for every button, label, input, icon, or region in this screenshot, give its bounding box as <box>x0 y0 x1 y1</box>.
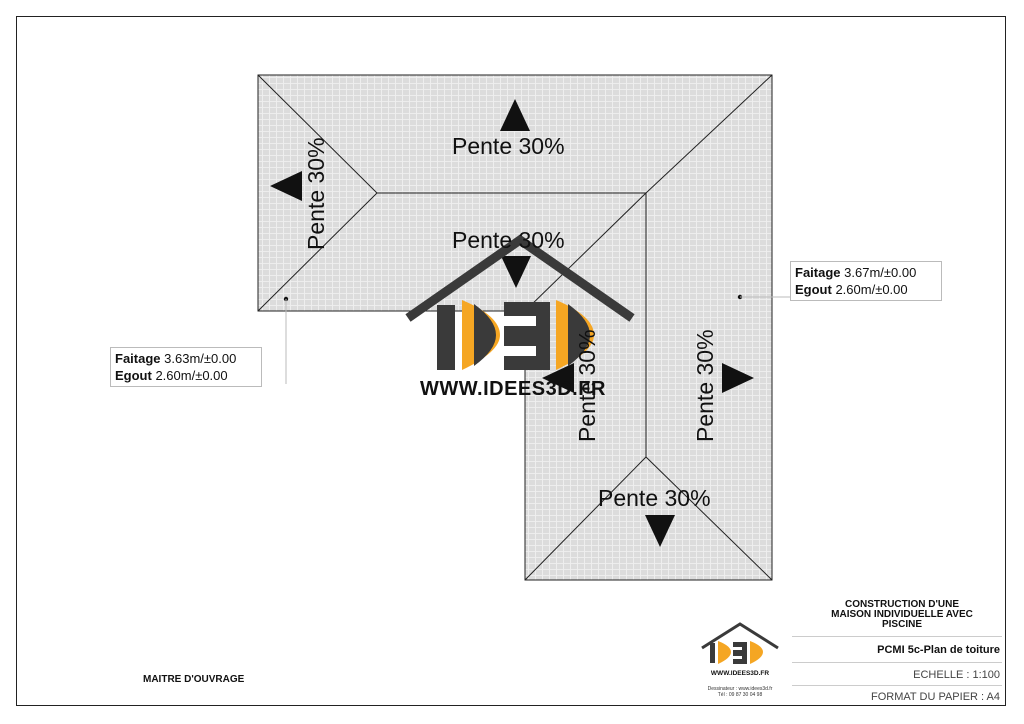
title-block-logo-url: WWW.IDEES3D.FR <box>710 670 770 677</box>
watermark-url: WWW.IDEES3D.FR <box>420 378 606 400</box>
annotation-left-faitage: Faitage 3.63m/±0.00 <box>115 351 237 366</box>
slope-label-center: Pente 30% <box>452 227 565 253</box>
paper-format: FORMAT DU PAPIER : A4 <box>871 691 1000 703</box>
title-block-divider <box>792 662 1002 663</box>
annotation-left: Faitage 3.63m/±0.00 Egout 2.60m/±0.00 <box>110 347 262 387</box>
watermark-logo-icon <box>405 234 635 370</box>
slope-label-south: Pente 30% <box>598 485 711 511</box>
title-block-logo-icon <box>701 622 779 664</box>
annotation-right: Faitage 3.67m/±0.00 Egout 2.60m/±0.00 <box>790 261 942 301</box>
arrow-west-icon <box>270 171 302 201</box>
sheet-scale: ECHELLE : 1:100 <box>913 669 1000 681</box>
project-title: CONSTRUCTION D'UNE MAISON INDIVIDUELLE A… <box>812 600 992 630</box>
designer-website: Dessinateur : www.idees3d.fr <box>707 686 773 692</box>
annotation-right-faitage: Faitage 3.67m/±0.00 <box>795 265 917 280</box>
slope-label-west: Pente 30% <box>303 137 329 250</box>
arrow-south-icon <box>645 515 675 547</box>
annotation-right-egout: Egout 2.60m/±0.00 <box>795 282 908 297</box>
project-title-line1: CONSTRUCTION D'UNE <box>844 599 960 610</box>
roof-ridges-hips <box>257 74 773 581</box>
slope-label-north: Pente 30% <box>452 133 565 159</box>
drawing-sheet-border <box>16 16 1006 706</box>
project-title-line3: PISCINE <box>881 619 922 630</box>
project-title-line2: MAISON INDIVIDUELLE AVEC <box>831 609 973 620</box>
slope-label-east: Pente 30% <box>692 329 718 442</box>
maitre-ouvrage-label: MAITRE D'OUVRAGE <box>143 674 245 685</box>
arrow-inner-icon <box>542 363 574 393</box>
title-block-divider <box>792 636 1002 637</box>
arrow-north-icon <box>500 99 530 131</box>
designer-phone: Tél : 09 87 30 04 98 <box>717 692 763 698</box>
designer-contact: Dessinateur : www.idees3d.fr Tél : 09 87… <box>690 686 790 698</box>
arrow-center-icon <box>501 256 531 288</box>
annotation-left-egout: Egout 2.60m/±0.00 <box>115 368 228 383</box>
title-block-divider <box>792 685 1002 686</box>
sheet-name: PCMI 5c-Plan de toiture <box>877 644 1000 656</box>
arrow-east-icon <box>722 363 754 393</box>
